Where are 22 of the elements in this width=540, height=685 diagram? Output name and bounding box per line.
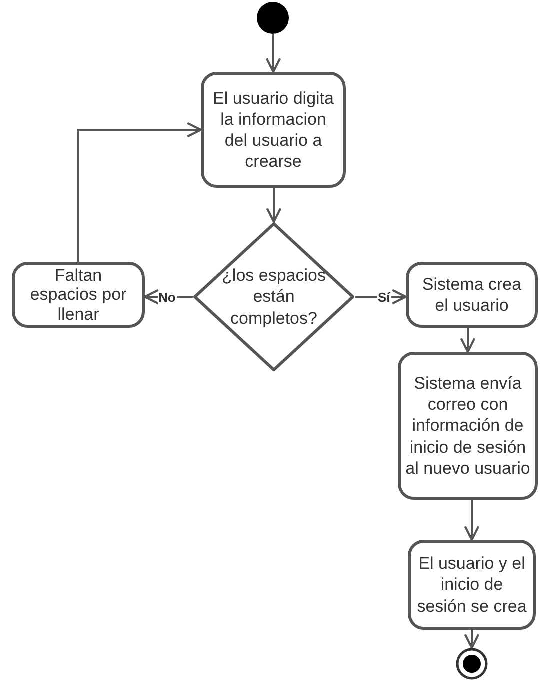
node-text: El usuario y el inicio de sesión se crea xyxy=(416,553,528,617)
node-text: Faltan espacios por llenar xyxy=(29,266,128,324)
edge-label: No xyxy=(158,290,177,304)
node-text: ¿los espacios están completos? xyxy=(222,265,326,329)
arrow xyxy=(78,122,202,262)
activity-box xyxy=(201,72,346,188)
arrow xyxy=(266,188,282,224)
start-node xyxy=(257,2,289,34)
node-text: El usuario digita la informacion del usuario a crearse xyxy=(212,88,335,172)
node-text: Sistema envía correo con información de inicio de sesión al nuevo usuario xyxy=(405,372,531,480)
edge-label: Sí xyxy=(377,290,392,304)
activity-box xyxy=(398,352,538,500)
activity-box xyxy=(408,540,536,630)
arrow xyxy=(464,630,480,650)
end-node xyxy=(456,648,488,680)
arrow xyxy=(460,328,476,354)
decision-diamond xyxy=(193,222,355,372)
activity-box xyxy=(406,262,538,328)
activity-box xyxy=(12,262,145,328)
arrow xyxy=(266,34,282,74)
arrow xyxy=(464,500,480,542)
node-text: Sistema crea el usuario xyxy=(421,274,523,316)
